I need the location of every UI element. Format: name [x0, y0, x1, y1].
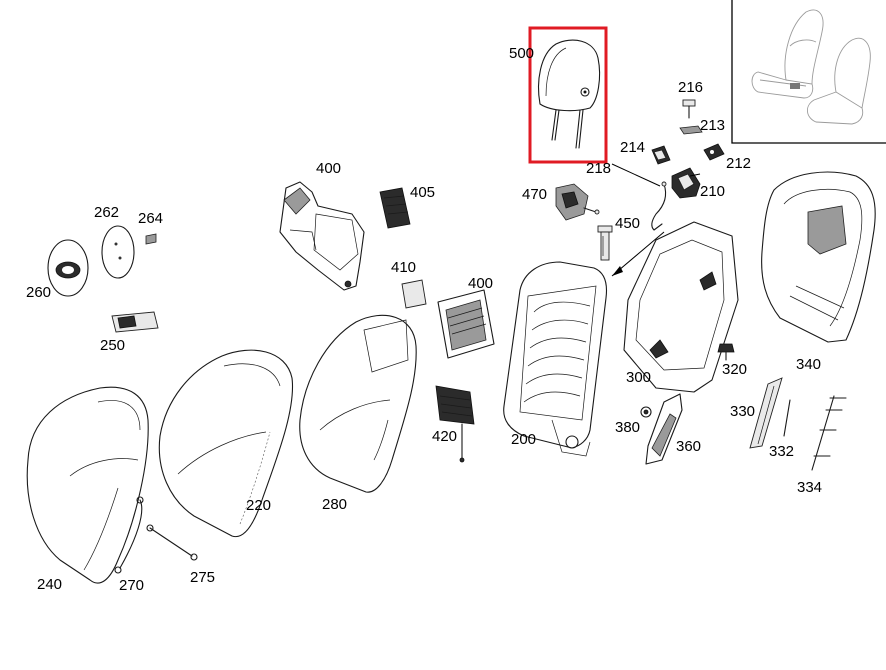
part-280-backrest-cover[interactable] [299, 314, 417, 493]
label-264[interactable]: 264 [138, 210, 163, 227]
label-275[interactable]: 275 [190, 569, 215, 586]
label-410[interactable]: 410 [391, 259, 416, 276]
part-330-trim-strip[interactable] [749, 377, 783, 449]
part-410-pad[interactable] [401, 279, 427, 309]
part-340-back-cover[interactable] [761, 171, 876, 343]
label-213[interactable]: 213 [700, 117, 725, 134]
label-360[interactable]: 360 [676, 438, 701, 455]
label-218[interactable]: 218 [586, 160, 611, 177]
label-400-lower[interactable]: 400 [468, 275, 493, 292]
label-200[interactable]: 200 [511, 431, 536, 448]
part-332-pin[interactable] [783, 399, 791, 437]
part-labels: 500 216 213 214 212 218 210 400 405 470 … [26, 45, 822, 594]
part-360-side-trim[interactable] [645, 393, 683, 465]
label-260[interactable]: 260 [26, 284, 51, 301]
label-320[interactable]: 320 [722, 361, 747, 378]
part-300-frame[interactable] [623, 221, 739, 393]
part-420-heater[interactable] [435, 385, 475, 463]
label-216[interactable]: 216 [678, 79, 703, 96]
label-380[interactable]: 380 [615, 419, 640, 436]
part-216-screw[interactable] [682, 99, 696, 119]
part-320-bolt[interactable] [717, 343, 735, 361]
part-214-cover[interactable] [651, 145, 671, 165]
part-500-headrest[interactable] [538, 39, 601, 149]
part-270-wire[interactable] [114, 496, 144, 574]
part-220-cushion-foam[interactable] [158, 349, 294, 538]
highlight-box-500 [528, 26, 608, 164]
part-260-disc[interactable] [47, 239, 89, 297]
label-262[interactable]: 262 [94, 204, 119, 221]
label-280[interactable]: 280 [322, 496, 347, 513]
part-450-guide[interactable] [597, 225, 613, 261]
label-334[interactable]: 334 [797, 479, 822, 496]
part-275-wire[interactable] [146, 524, 198, 561]
part-212-bracket[interactable] [703, 143, 725, 161]
label-405[interactable]: 405 [410, 184, 435, 201]
label-240[interactable]: 240 [37, 576, 62, 593]
part-264-knob[interactable] [145, 233, 157, 245]
label-250[interactable]: 250 [100, 337, 125, 354]
label-340[interactable]: 340 [796, 356, 821, 373]
label-450[interactable]: 450 [615, 215, 640, 232]
label-330[interactable]: 330 [730, 403, 755, 420]
label-400-upper[interactable]: 400 [316, 160, 341, 177]
label-220[interactable]: 220 [246, 497, 271, 514]
label-210[interactable]: 210 [700, 183, 725, 200]
label-500[interactable]: 500 [509, 45, 534, 62]
part-405-panel[interactable] [379, 187, 411, 229]
inset-seat-outline-rear [807, 37, 871, 125]
label-420[interactable]: 420 [432, 428, 457, 445]
label-300[interactable]: 300 [626, 369, 651, 386]
label-470[interactable]: 470 [522, 186, 547, 203]
label-270[interactable]: 270 [119, 577, 144, 594]
inset-seat-outline-front [751, 9, 824, 99]
seat-location-inset [731, 0, 886, 144]
leader-lines [611, 163, 701, 277]
part-210-motor[interactable] [671, 167, 701, 199]
part-250-switch[interactable] [111, 311, 159, 333]
label-212[interactable]: 212 [726, 155, 751, 172]
part-470-adjuster[interactable] [555, 183, 600, 221]
part-400-upper-trim[interactable] [279, 181, 365, 291]
part-262-cover[interactable] [101, 225, 135, 279]
part-213-clip[interactable] [679, 125, 703, 135]
part-380-grommet[interactable] [640, 406, 652, 418]
part-218-cable[interactable] [651, 181, 667, 231]
part-400-lumbar[interactable] [437, 289, 495, 359]
part-200-backrest-frame[interactable] [503, 261, 608, 457]
label-332[interactable]: 332 [769, 443, 794, 460]
part-334-rail[interactable] [811, 395, 847, 471]
label-214[interactable]: 214 [620, 139, 645, 156]
part-240-cushion-cover[interactable] [26, 386, 149, 584]
